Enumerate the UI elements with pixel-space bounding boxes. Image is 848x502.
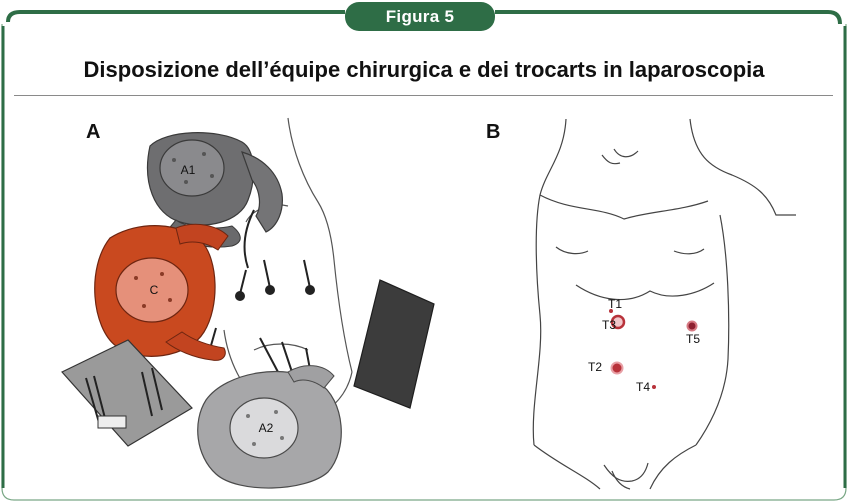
figure-title: Disposizione dell’équipe chirurgica e de… <box>14 57 834 83</box>
trocar-t4-label: T4 <box>636 380 650 394</box>
panel-b-letter: B <box>486 121 500 144</box>
surgeon-figure: C <box>95 224 228 360</box>
trocar-t4-marker <box>652 385 656 389</box>
trocar-t2-label: T2 <box>588 360 602 374</box>
trocar-t5-label: T5 <box>686 332 700 346</box>
trocar-t3-label: T3 <box>602 318 616 332</box>
video-monitor <box>354 280 434 408</box>
instrument-table <box>62 340 192 446</box>
panel-b-illustration: T1 T2 T3 T4 T5 <box>500 115 800 490</box>
assistant-1-label: A1 <box>181 163 196 177</box>
assistant-2-figure: A2 <box>198 366 342 488</box>
panel-a-illustration: A1 C A2 <box>56 110 436 490</box>
assistant-2-label: A2 <box>259 421 274 435</box>
title-divider <box>14 95 833 96</box>
torso-outline <box>533 119 796 489</box>
surgeon-label: C <box>150 283 159 297</box>
figure-number-tab: Figura 5 <box>345 2 495 31</box>
trocar-t5-marker <box>688 322 697 331</box>
trocar-t1-label: T1 <box>608 297 622 311</box>
trocar-markers: T1 T2 T3 T4 T5 <box>588 297 700 394</box>
trocar-t2-marker <box>612 363 623 374</box>
